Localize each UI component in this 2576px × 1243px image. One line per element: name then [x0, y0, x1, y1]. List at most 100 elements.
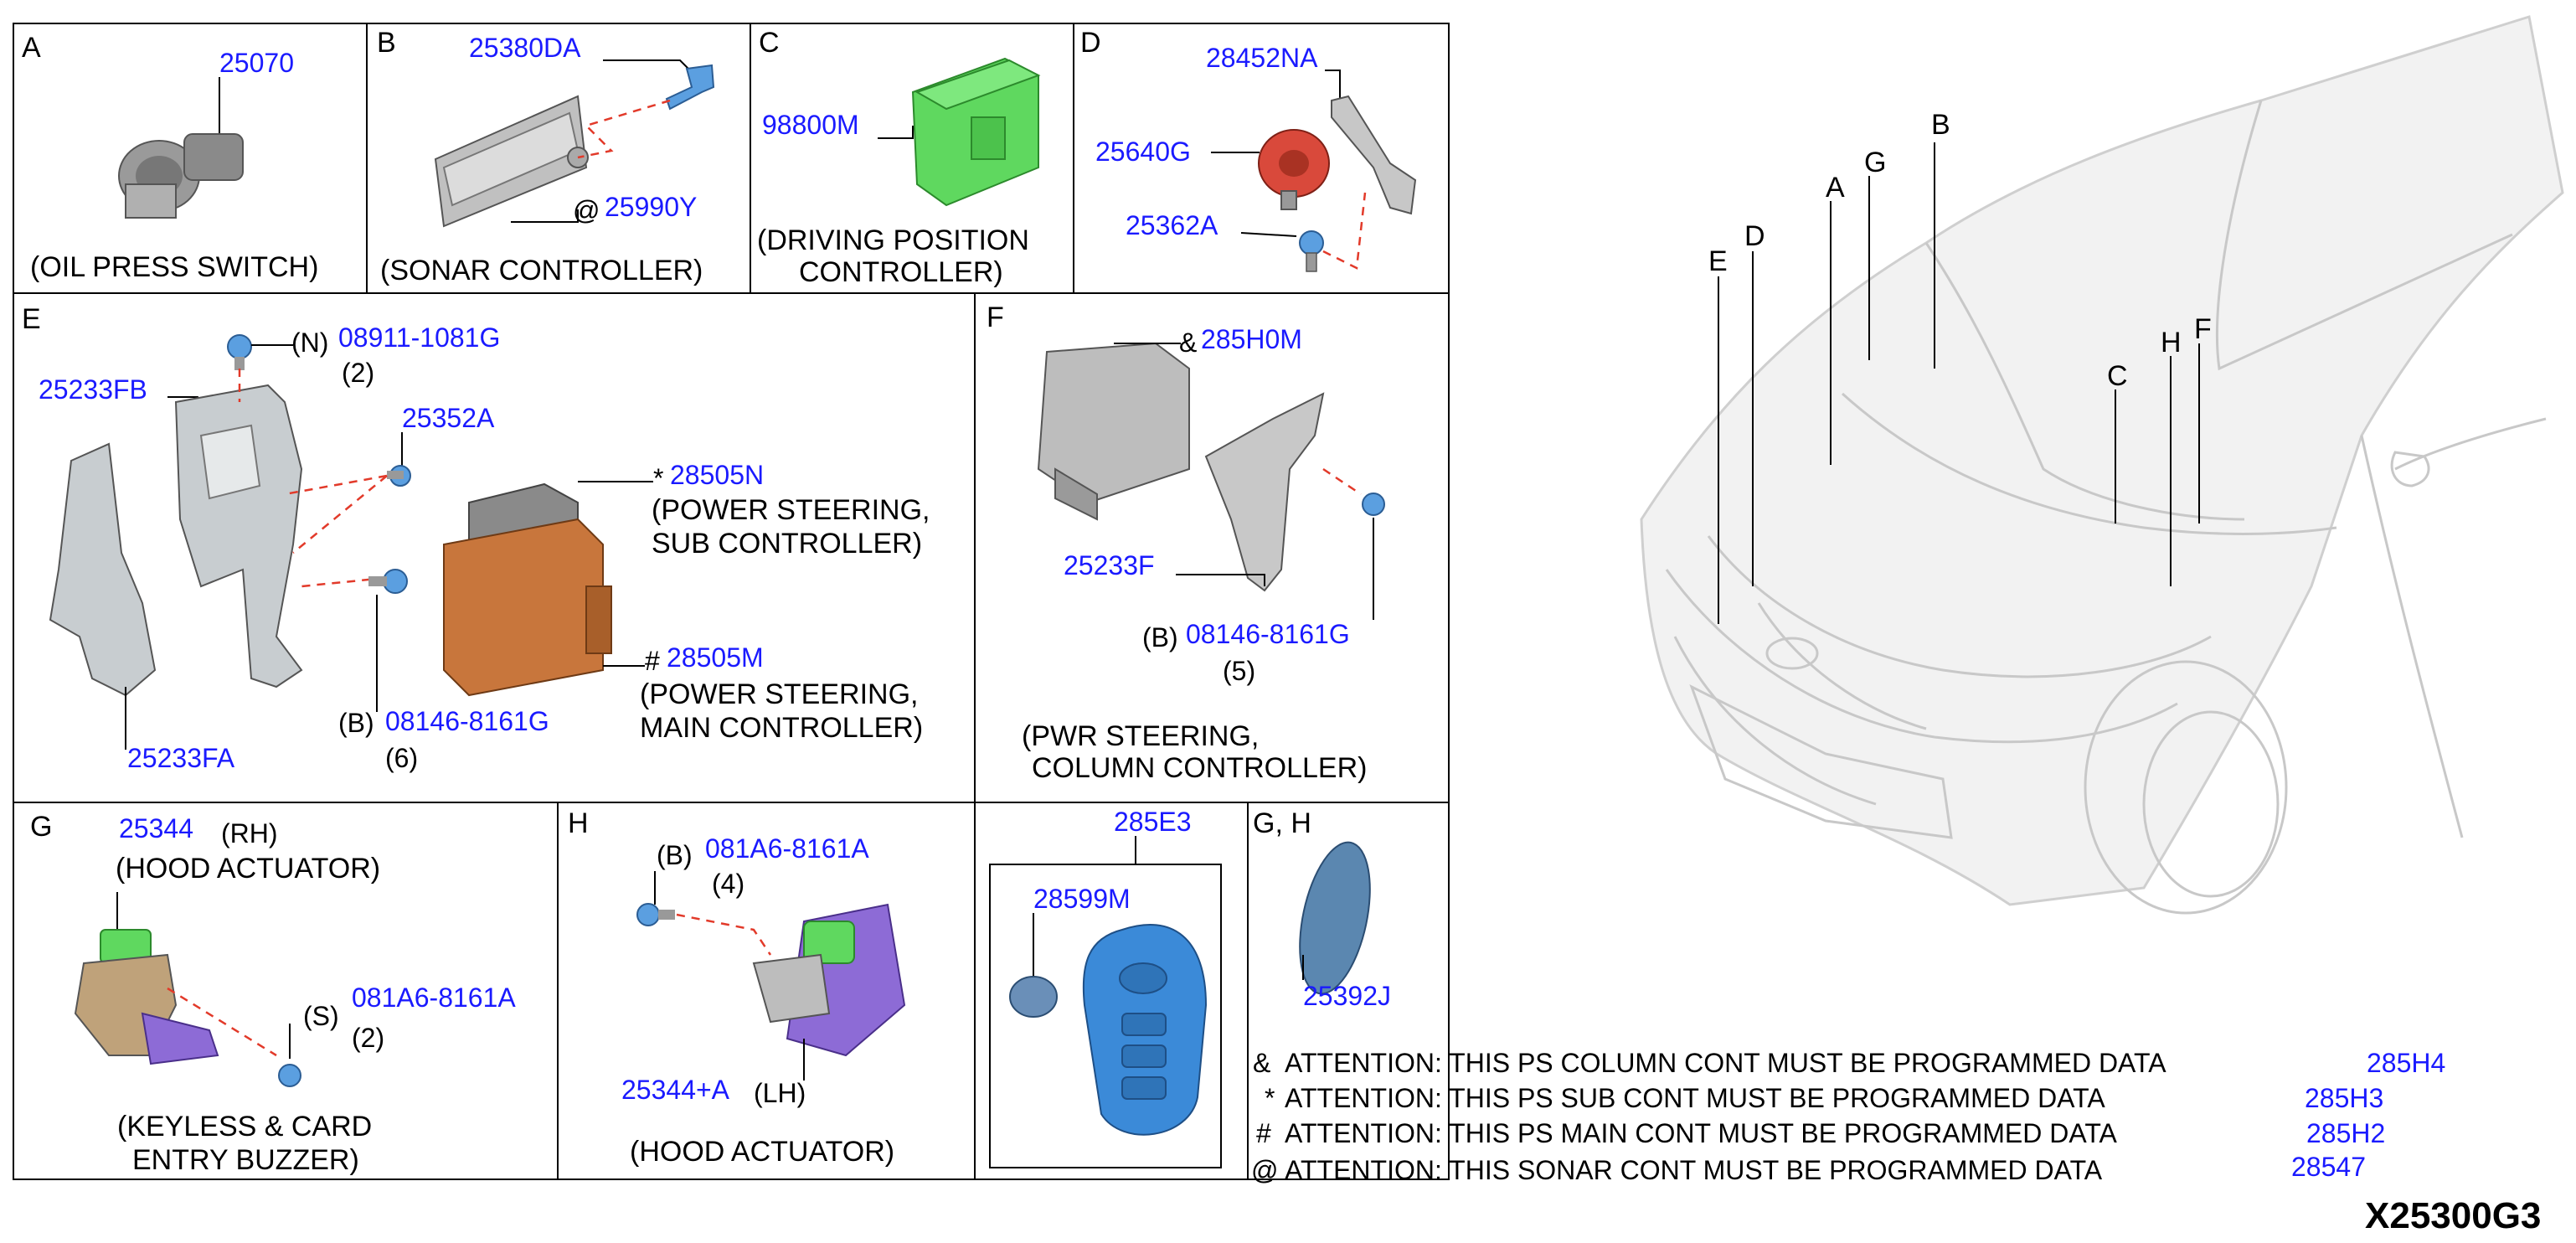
note-symbol-1: & [1253, 1048, 1270, 1078]
note-symbol-3: # [1256, 1118, 1271, 1148]
part-25344-G[interactable]: 25344 [119, 813, 193, 843]
symbol-hash: # [645, 646, 660, 676]
section-letter-E: E [22, 303, 41, 335]
label-RH: (RH) [221, 818, 278, 848]
part-28505N[interactable]: 28505N [670, 460, 764, 490]
bolt-08146-image [368, 569, 408, 594]
part-25070[interactable]: 25070 [219, 48, 294, 78]
label-B-E: (B) [338, 708, 374, 738]
diagram-id: X25300G3 [2365, 1195, 2541, 1236]
section-GH: G, H 25392J [1253, 807, 1391, 1011]
section-letter-B: B [377, 27, 396, 59]
label-N: (N) [291, 328, 328, 358]
label-B-H: (B) [657, 840, 693, 870]
section-D: D 28452NA 25640G 25362A [1080, 27, 1417, 272]
section-letter-C: C [759, 27, 780, 59]
label-LH: (LH) [754, 1078, 806, 1108]
section-letter-D: D [1080, 27, 1101, 59]
caption-hood-actuator-H: (HOOD ACTUATOR) [630, 1136, 894, 1168]
caption-pwr-steering-2: COLUMN CONTROLLER) [1032, 752, 1367, 784]
bolt-08146-F-image [1362, 493, 1385, 516]
part-98800M[interactable]: 98800M [762, 110, 859, 140]
bolt-081A6-G-image [278, 1064, 301, 1087]
section-frames [13, 23, 1450, 1180]
note-text-4: ATTENTION: THIS SONAR CONT MUST BE PROGR… [1285, 1155, 2103, 1185]
note-text-3: ATTENTION: THIS PS MAIN CONT MUST BE PRO… [1285, 1118, 2118, 1148]
note-part-28547[interactable]: 28547 [2291, 1152, 2366, 1182]
part-08146-8161G-F[interactable]: 08146-8161G [1186, 619, 1350, 649]
note-text-1: ATTENTION: THIS PS COLUMN CONT MUST BE P… [1285, 1048, 2166, 1078]
part-25233FA[interactable]: 25233FA [127, 743, 235, 773]
part-08911-1081G[interactable]: 08911-1081G [338, 322, 500, 353]
ps-main-controller-image [443, 518, 612, 697]
section-letter-F: F [987, 302, 1004, 333]
caption-pwr-steering-1: (PWR STEERING, [1022, 720, 1259, 752]
part-25990Y[interactable]: 25990Y [605, 192, 697, 222]
qty-08146-F: (5) [1223, 656, 1255, 686]
note-part-285H3[interactable]: 285H3 [2305, 1083, 2383, 1113]
part-25344+A[interactable]: 25344+A [621, 1075, 730, 1105]
note-part-285H2[interactable]: 285H2 [2306, 1118, 2385, 1148]
callout-D: D [1744, 220, 1765, 252]
bolt-25352A-image [387, 465, 411, 487]
section-letter-A: A [22, 32, 41, 64]
caption-ps-sub-1: (POWER STEERING, [652, 494, 930, 526]
part-28599M[interactable]: 28599M [1033, 884, 1131, 914]
qty-081A6-H: (4) [712, 869, 744, 899]
part-28505M[interactable]: 28505M [667, 642, 764, 673]
part-25352A[interactable]: 25352A [402, 403, 495, 433]
caption-hood-actuator-G: (HOOD ACTUATOR) [116, 853, 380, 885]
part-285E3[interactable]: 285E3 [1114, 807, 1192, 837]
part-08146-8161G-E[interactable]: 08146-8161G [385, 706, 549, 736]
vehicle-illustration [1640, 15, 2564, 915]
note-symbol-4: @ [1251, 1155, 1278, 1185]
oil-press-switch-image [118, 133, 244, 219]
pwr-steering-column-controller-image [1037, 342, 1190, 521]
horn-image [1258, 129, 1330, 210]
key-fob-image [1082, 924, 1208, 1136]
section-F: F & 285H0M 25233F (B) 08146-8161G (5) (P… [987, 302, 1385, 784]
sonar-controller-image [434, 64, 715, 228]
section-letter-G: G [30, 811, 52, 843]
bracket-25233F-image [1204, 392, 1325, 592]
section-letter-GH: G, H [1253, 807, 1311, 839]
note-text-2: ATTENTION: THIS PS SUB CONT MUST BE PROG… [1285, 1083, 2105, 1113]
section-B: B 25380DA @ 25990Y (SONAR CONTROLLER) [377, 27, 715, 286]
caption-ps-sub-2: SUB CONTROLLER) [652, 528, 922, 560]
key-battery-image [1009, 976, 1058, 1018]
bracket-25233FB-image [174, 384, 303, 689]
caption-driving-position-2: CONTROLLER) [799, 256, 1003, 288]
part-25392J[interactable]: 25392J [1303, 981, 1391, 1011]
bolt-08911-image [227, 334, 252, 370]
callout-B: B [1931, 109, 1950, 141]
pad-25392J-image [1299, 841, 1371, 995]
part-25640G[interactable]: 25640G [1095, 137, 1191, 167]
callout-C: C [2107, 360, 2128, 392]
section-letter-H: H [568, 807, 589, 839]
part-25380DA[interactable]: 25380DA [469, 33, 581, 63]
caption-sonar-controller: (SONAR CONTROLLER) [380, 255, 703, 286]
caption-keyless-2: ENTRY BUZZER) [132, 1144, 359, 1176]
part-25233F[interactable]: 25233F [1064, 550, 1155, 580]
part-25362A[interactable]: 25362A [1126, 210, 1218, 240]
part-28452NA[interactable]: 28452NA [1206, 43, 1318, 73]
part-285H0M[interactable]: 285H0M [1201, 324, 1302, 354]
symbol-at: @ [573, 195, 600, 225]
bracket-25233FA-image [49, 442, 157, 697]
part-081A6-8161A-H[interactable]: 081A6-8161A [705, 833, 869, 864]
horn-bracket-image [1331, 95, 1417, 215]
caption-oil-press-switch: (OIL PRESS SWITCH) [30, 251, 318, 283]
section-H: H (B) 081A6-8161A (4) 25344+A (LH) (HOOD… [568, 807, 906, 1168]
note-part-285H4[interactable]: 285H4 [2367, 1048, 2445, 1078]
symbol-asterisk: * [653, 463, 663, 493]
section-key: 285E3 28599M [989, 807, 1222, 1168]
section-A: A 25070 (OIL PRESS SWITCH) [22, 32, 318, 283]
section-G: G 25344 (RH) (HOOD ACTUATOR) (S) 081A6-8… [30, 811, 516, 1176]
symbol-ampersand: & [1179, 328, 1197, 358]
part-081A6-8161A-G[interactable]: 081A6-8161A [352, 983, 516, 1013]
caption-ps-main-1: (POWER STEERING, [640, 678, 918, 710]
bolt-25362A-image [1299, 230, 1324, 272]
part-25233FB[interactable]: 25233FB [39, 374, 147, 405]
attention-notes: & ATTENTION: THIS PS COLUMN CONT MUST BE… [1251, 1048, 2445, 1185]
